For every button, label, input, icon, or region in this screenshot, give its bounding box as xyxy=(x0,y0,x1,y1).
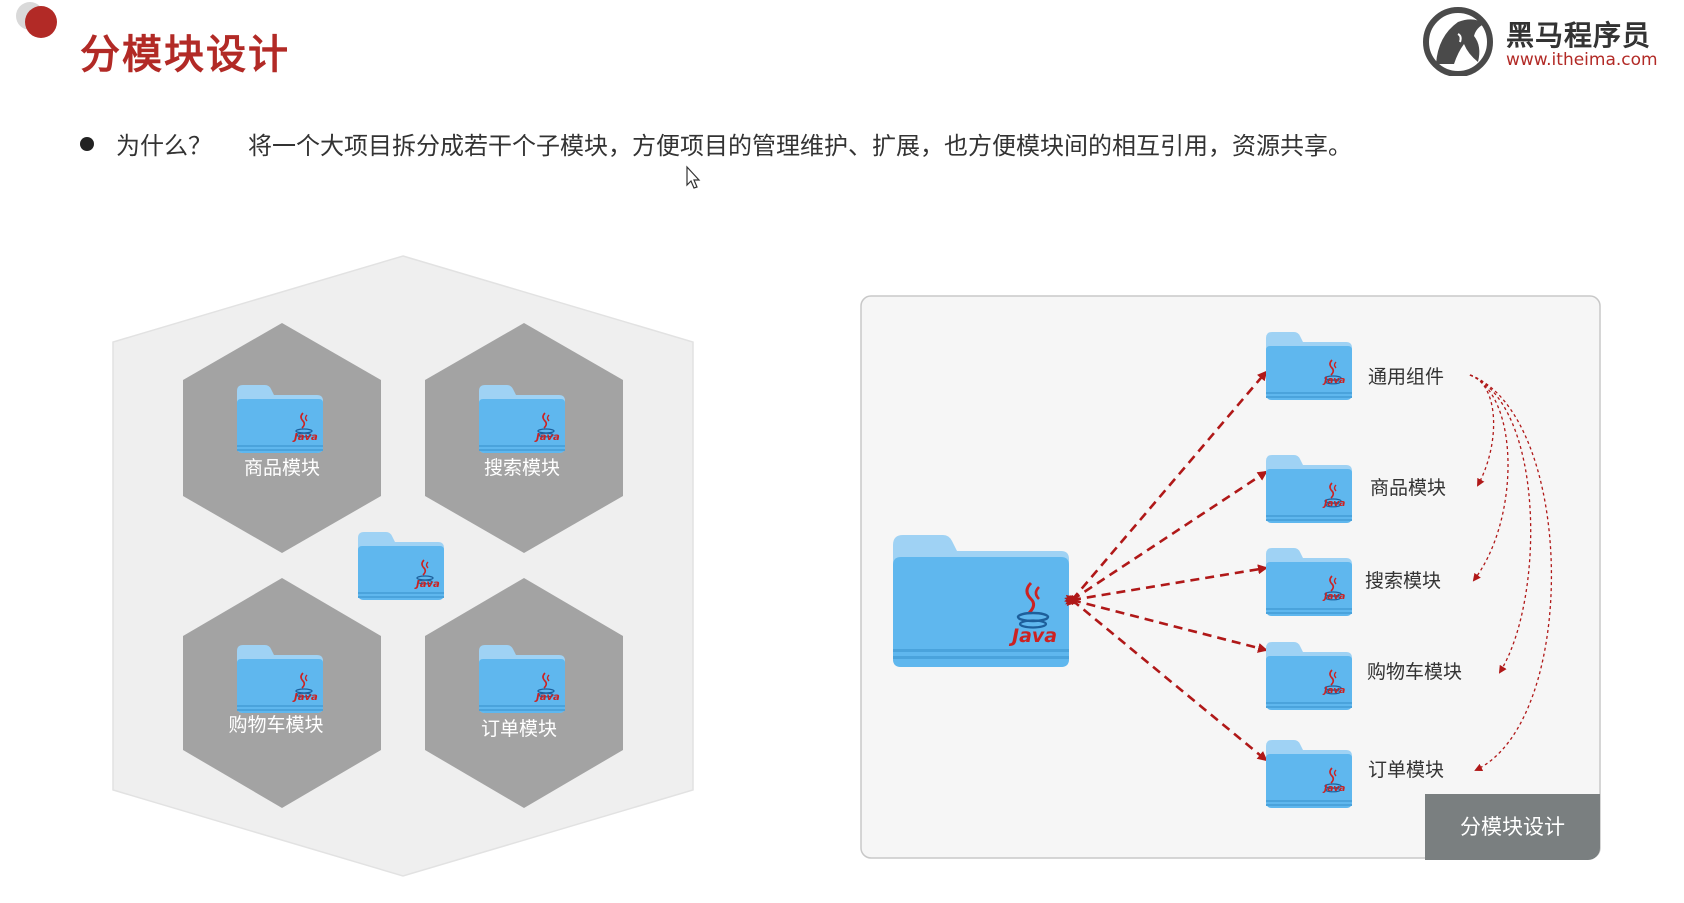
logo-url: www.itheima.com xyxy=(1506,50,1658,70)
submodule-label: 通用组件 xyxy=(1368,366,1444,388)
hex-module-cart: Java 购物车模块 xyxy=(183,578,381,808)
parent-project-folder: Java xyxy=(891,533,1071,669)
center-folder-icon: Java xyxy=(357,531,445,601)
right-module-diagram: Java Java 通用组件 Java 商品模块 Java 搜索模块 xyxy=(860,295,1601,859)
submodule-label: 商品模块 xyxy=(1370,477,1446,499)
submodule-common: Java 通用组件 xyxy=(1265,331,1444,401)
bullet-point: 为什么？ 将一个大项目拆分成若干个子模块，方便项目的管理维护、扩展，也方便模块间的… xyxy=(80,126,1352,161)
hex-module-label: 搜索模块 xyxy=(484,457,560,479)
hex-module-goods: Java 商品模块 xyxy=(183,323,381,553)
hex-module-label: 商品模块 xyxy=(244,457,320,479)
java-label: Java xyxy=(534,692,560,703)
java-label: Java xyxy=(1008,625,1057,647)
bullet-answer: 将一个大项目拆分成若干个子模块，方便项目的管理维护、扩展，也方便模块间的相互引用… xyxy=(248,132,1352,160)
hex-module-order: Java 订单模块 xyxy=(425,578,623,808)
java-label: Java xyxy=(292,692,318,703)
svg-text:Java: Java xyxy=(1322,686,1345,696)
svg-text:Java: Java xyxy=(1322,592,1345,602)
hex-module-label: 订单模块 xyxy=(481,718,557,740)
horse-logo-icon xyxy=(1423,7,1493,76)
bullet-dot-icon xyxy=(80,137,94,151)
submodule-label: 购物车模块 xyxy=(1367,661,1462,683)
diagram-caption: 分模块设计 xyxy=(1425,794,1600,860)
svg-text:Java: Java xyxy=(414,579,440,590)
logo-brand-name: 黑马程序员 xyxy=(1506,19,1652,52)
java-label: Java xyxy=(292,432,318,443)
submodule-order: Java 订单模块 xyxy=(1265,739,1444,809)
submodule-cart: Java 购物车模块 xyxy=(1265,641,1462,711)
dependency-arrows xyxy=(1064,370,1268,762)
brand-logo: 黑马程序员 www.itheima.com xyxy=(1414,6,1684,76)
common-reference-arcs xyxy=(1469,374,1553,771)
svg-text:Java: Java xyxy=(1322,499,1345,509)
submodule-label: 搜索模块 xyxy=(1365,570,1441,592)
hex-module-search: Java 搜索模块 xyxy=(425,323,623,553)
page-title: 分模块设计 xyxy=(80,32,290,78)
svg-text:Java: Java xyxy=(1322,784,1345,794)
svg-text:Java: Java xyxy=(1322,376,1345,386)
java-label: Java xyxy=(534,432,560,443)
mouse-cursor-icon xyxy=(686,165,701,189)
submodule-label: 订单模块 xyxy=(1368,759,1444,781)
corner-decoration xyxy=(16,2,57,38)
left-module-diagram: Java 商品模块 Java 搜索模块 Java 购物车模块 Java 订单模块… xyxy=(112,255,694,877)
hex-module-label: 购物车模块 xyxy=(228,714,323,736)
submodule-search: Java 搜索模块 xyxy=(1265,547,1441,617)
bullet-question: 为什么？ xyxy=(116,132,212,160)
submodule-goods: Java 商品模块 xyxy=(1265,454,1446,524)
